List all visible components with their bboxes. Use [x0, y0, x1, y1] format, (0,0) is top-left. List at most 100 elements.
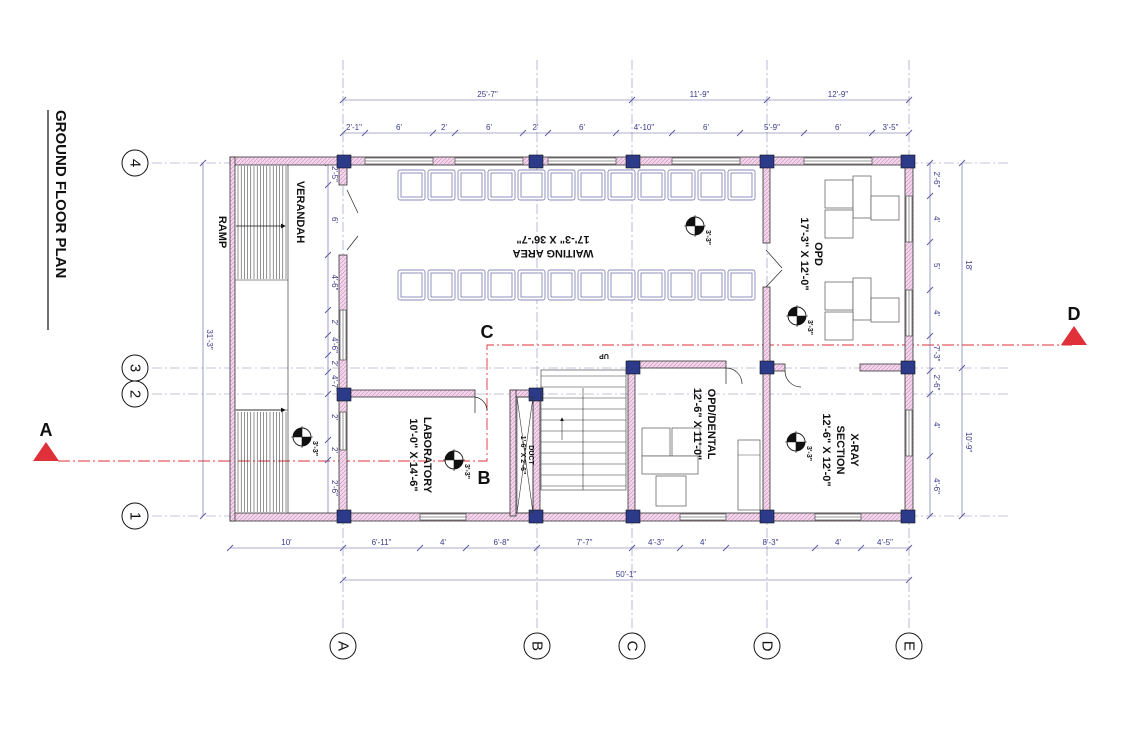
section-lines [58, 344, 1072, 462]
dental-size: 12'-6" X 11'-0" [691, 388, 703, 461]
xray-label: X-RAY [848, 433, 860, 467]
bottom-opening-dim: 6'-11" [372, 538, 392, 547]
chair [427, 169, 456, 201]
chair [697, 169, 726, 201]
left-inner-dim: 4'-7" [330, 375, 339, 391]
waiting-area-label: WAITING AREA [513, 247, 594, 259]
chair [397, 269, 426, 301]
opd-size: 17'-3" X 12'-0" [798, 217, 810, 290]
chair [637, 169, 666, 201]
chair [487, 169, 516, 201]
ramp-label: RAMP [216, 216, 228, 248]
level-markers: 3'-3" 3'-3" 3'-3" 3'-3" 3'-3" [291, 215, 813, 479]
level-value: 3'-3" [311, 441, 318, 456]
chair [637, 269, 666, 301]
chair [577, 269, 606, 301]
level-marker: 3'-3" [443, 449, 470, 479]
bottom-opening-dim: 4' [440, 538, 446, 547]
left-overall-dim: 31'-3" [205, 329, 214, 350]
top-opening-dim: 2' [533, 123, 539, 132]
chair [427, 269, 456, 301]
top-opening-dim: 6' [396, 123, 402, 132]
bottom-opening-dim: 4' [700, 538, 706, 547]
section-a-marker [33, 442, 59, 461]
verandah-label: VERANDAH [294, 181, 306, 243]
chair [517, 169, 546, 201]
chair [607, 269, 636, 301]
left-inner-dim: 2' [330, 447, 339, 453]
dimension-labels: 25'-7"11'-9"12'-9"2'-1"6'2'6'2'6'4'-10"6… [205, 90, 973, 579]
top-opening-dim: 4'-10" [634, 123, 655, 132]
bottom-opening-dim: 4' [835, 538, 841, 547]
level-marker: 3'-3" [785, 431, 812, 461]
grid-labels: A B C D E 4 3 2 1 [127, 159, 918, 652]
bottom-opening-dim: 4'-3" [648, 538, 664, 547]
bottom-opening-dim: 10' [281, 538, 292, 547]
left-inner-dim: 2'-6" [330, 480, 339, 496]
left-inner-dim: 4'-6" [330, 275, 339, 291]
left-inner-dim: 2' [330, 320, 339, 326]
level-value: 3'-3" [806, 320, 813, 335]
grid-label-e: E [901, 641, 918, 651]
left-inner-dim: 2' [330, 414, 339, 420]
chair [667, 269, 696, 301]
left-inner-dim: 6' [330, 217, 339, 223]
duct-label: DUCT [527, 445, 534, 465]
top-overall-dim: 25'-7" [477, 90, 498, 99]
bottom-opening-dim: 4'-5" [877, 538, 893, 547]
duct-size: 1'-6" X 2'-6" [519, 436, 526, 475]
level-value: 3'-3" [704, 230, 711, 245]
duct [516, 396, 534, 514]
waiting-chairs [397, 169, 756, 301]
top-opening-dim: 6' [835, 123, 841, 132]
right-inner-dim: 4'-6" [932, 478, 941, 494]
staircase [540, 369, 627, 491]
chair [547, 269, 576, 301]
left-inner-dim: 4'-6" [330, 337, 339, 353]
grid-label-c: C [624, 641, 641, 652]
right-inner-dim: 2'-6" [932, 172, 941, 188]
dental-label: OPD/DENTAL [705, 389, 717, 460]
grid-label-3: 3 [127, 364, 144, 372]
xray-size: 12'-6" X 12'-0" [820, 413, 832, 486]
level-value: 3'-3" [463, 464, 470, 479]
grid-label-2: 2 [127, 390, 144, 398]
chair [457, 269, 486, 301]
chair [727, 169, 756, 201]
top-opening-dim: 3'-5" [883, 123, 899, 132]
chair [397, 169, 426, 201]
grid-label-1: 1 [127, 512, 144, 520]
ramp-area [229, 156, 344, 522]
right-inner-dim: 4' [932, 422, 941, 428]
opd-label: OPD [812, 242, 824, 266]
dental-furniture [641, 427, 761, 511]
right-overall-dim: 10'-9" [964, 432, 973, 453]
chair [697, 269, 726, 301]
right-inner-dim: 4' [932, 216, 941, 222]
level-marker: 3'-3" [786, 305, 813, 335]
chair [667, 169, 696, 201]
bottom-overall-dim: 50'-1" [616, 570, 637, 579]
left-inner-dim: 2'-5" [330, 166, 339, 182]
right-overall-dim: 18' [964, 260, 973, 271]
chair [517, 269, 546, 301]
right-inner-dim: 4' [932, 310, 941, 316]
grid-label-4: 4 [127, 159, 144, 167]
columns [336, 154, 916, 524]
section-label-a: A [40, 420, 53, 440]
top-overall-dim: 12'-9" [828, 90, 849, 99]
grid-bubbles [121, 149, 923, 660]
level-marker: 3'-3" [291, 426, 318, 456]
laboratory-size: 10'-0" X 14'-6" [407, 418, 419, 491]
chair [607, 169, 636, 201]
stair-up-label: UP [599, 352, 609, 359]
section-label-c: C [481, 322, 494, 342]
grid-label-d: D [759, 641, 776, 652]
right-inner-dim: 7'-3" [932, 346, 941, 362]
top-opening-dim: 2' [441, 123, 447, 132]
chair [487, 269, 516, 301]
section-d-marker [1061, 326, 1087, 345]
windows [339, 157, 913, 521]
section-label-b: B [478, 468, 491, 488]
